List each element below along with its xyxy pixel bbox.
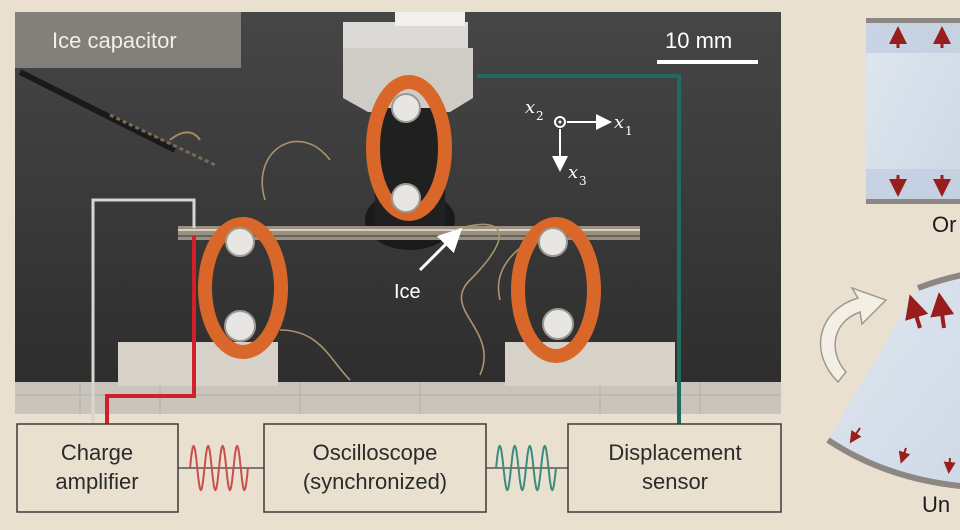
photo-label-background [15,12,241,68]
charge-amplifier-box: Charge amplifier [16,423,179,513]
photo-panel: Ice capacitor 10 mm x 2 x 1 x 3 Ice [15,12,781,414]
connection-wires [91,74,681,469]
scale-bar-label: 10 mm [665,28,732,53]
clamp-right [511,217,601,363]
probe-wire [18,69,216,167]
axis-x2-label: x [525,97,535,118]
displacement-sensor-line2: sensor [642,469,708,494]
charge-amplifier-line2: amplifier [55,469,138,494]
oscilloscope-line1: Oscilloscope [313,440,438,465]
polarization-arrow [898,447,911,464]
clamp-left [198,217,288,359]
reference-wire [91,198,196,424]
charge-amplifier-line1: Charge [61,440,133,465]
sensor-wire [477,74,681,424]
original-caption: Or [932,212,956,237]
axis-x2-subscript: 2 [536,109,544,123]
charge-wire [105,236,196,424]
axis-x1-subscript: 1 [625,124,633,138]
oscilloscope-box: Oscilloscope (synchronized) [263,423,487,513]
charge-signal-wave [189,444,249,492]
displacement-signal-wave [495,444,557,492]
side-panel: Or Un [819,18,960,517]
displacement-sensor-box: Displacement sensor [567,423,782,513]
polarization-arrow [905,294,929,329]
polarization-arrow [943,457,956,474]
photo-label: Ice capacitor [52,28,177,53]
original-ice-slab [866,18,960,204]
polarization-arrow [930,292,955,329]
bent-caption: Un [922,492,950,517]
polarization-arrow [849,427,862,444]
displacement-sensor-line1: Displacement [608,440,741,465]
axis-x3-label: x [568,162,578,183]
clamp-top [366,75,452,221]
bend-arrow-icon [819,286,888,384]
axis-x1-label: x [614,112,624,133]
ice-pointer-arrow [418,227,463,272]
oscilloscope-line2: (synchronized) [303,469,447,494]
axis-x3-subscript: 3 [579,174,587,188]
ice-label: Ice [394,281,421,303]
coordinate-axes: x 2 x 1 x 3 [525,97,633,188]
